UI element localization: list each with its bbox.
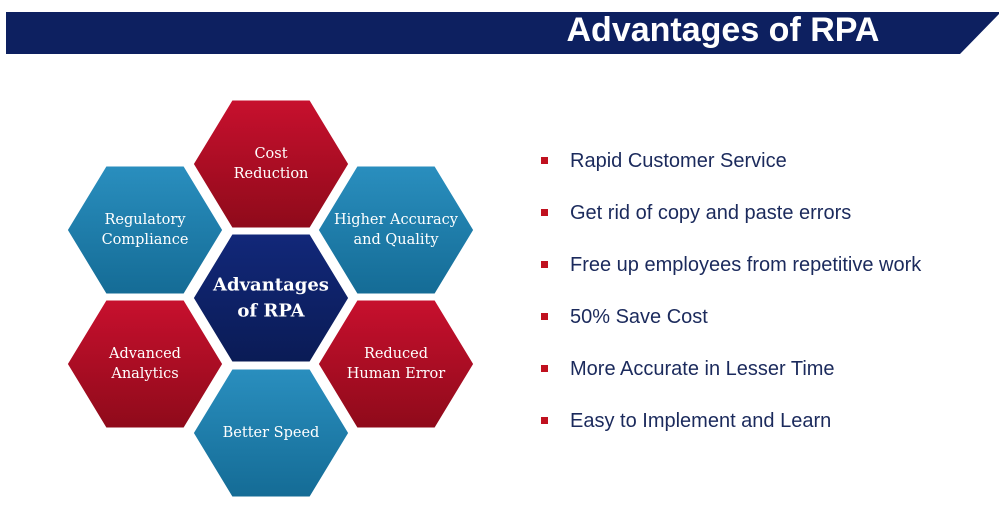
hex-label: Human Error <box>347 366 446 382</box>
bullet-item: Free up employees from repetitive work <box>538 247 988 299</box>
hex-upper-right: Higher Accuracy and Quality <box>313 161 479 299</box>
bullet-text: More Accurate in Lesser Time <box>570 358 835 380</box>
hexagon-shape <box>62 161 228 299</box>
bullet-item: Get rid of copy and paste errors <box>538 195 988 247</box>
hex-label: of RPA <box>237 301 305 322</box>
square-bullet-icon <box>541 209 548 216</box>
hex-label: Analytics <box>110 366 178 382</box>
bullet-text: Free up employees from repetitive work <box>570 254 922 276</box>
page-title: Advantages of RPA <box>566 11 880 49</box>
bullet-text: Rapid Customer Service <box>570 150 787 172</box>
hex-bottom: Better Speed <box>188 364 354 502</box>
bullet-item: Rapid Customer Service <box>538 143 988 195</box>
bullet-item: Easy to Implement and Learn <box>538 403 988 455</box>
hex-center: Advantages of RPA <box>188 229 354 367</box>
hexagon-shape <box>188 364 354 502</box>
hex-label: Cost <box>254 146 287 162</box>
square-bullet-icon <box>541 365 548 372</box>
square-bullet-icon <box>541 157 548 164</box>
bullet-text: 50% Save Cost <box>570 306 708 328</box>
square-bullet-icon <box>541 261 548 268</box>
hexagon-shape <box>188 229 354 367</box>
square-bullet-icon <box>541 313 548 320</box>
hex-label: Compliance <box>102 232 189 248</box>
hexagon-shape <box>313 295 479 433</box>
hex-label: Advantages <box>212 275 329 296</box>
hex-label: Advanced <box>108 346 181 362</box>
hex-label: Higher Accuracy <box>334 212 459 228</box>
title-banner-shape <box>6 12 999 54</box>
bullet-item: 50% Save Cost <box>538 299 988 351</box>
hex-label: Regulatory <box>104 212 186 228</box>
hex-label: Reduced <box>364 346 428 362</box>
bullet-item: More Accurate in Lesser Time <box>538 351 988 403</box>
bullet-text: Easy to Implement and Learn <box>570 410 832 432</box>
bullet-text: Get rid of copy and paste errors <box>570 202 852 224</box>
hex-label: Better Speed <box>223 425 320 441</box>
title-banner <box>6 12 999 54</box>
hex-label: Reduction <box>234 166 309 182</box>
square-bullet-icon <box>541 417 548 424</box>
bullet-list: Rapid Customer Service Get rid of copy a… <box>538 143 988 455</box>
hex-label: and Quality <box>353 232 439 248</box>
